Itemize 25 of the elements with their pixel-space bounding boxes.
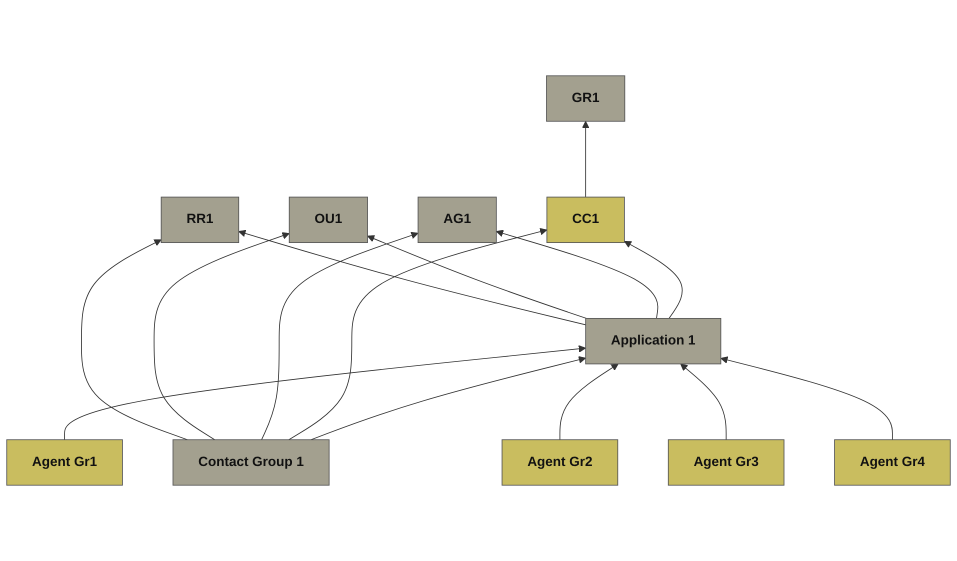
- arrow: [288, 228, 548, 440]
- node-box: Agent Gr2: [502, 439, 618, 486]
- arrow: [310, 356, 586, 440]
- node-box: Agent Gr4: [834, 439, 951, 486]
- node-box: AG1: [418, 196, 497, 243]
- node-box: GR1: [546, 75, 626, 122]
- arrow: [720, 356, 893, 440]
- arrow: [64, 345, 586, 440]
- node-box: OU1: [288, 196, 368, 243]
- node-box: Agent Gr1: [6, 439, 123, 486]
- arrow: [154, 232, 290, 440]
- arrow: [680, 364, 727, 440]
- arrow: [559, 364, 619, 440]
- node-box: Agent Gr3: [668, 439, 784, 486]
- node-box: Application 1: [585, 318, 722, 364]
- node-box: RR1: [160, 196, 240, 243]
- node-box: CC1: [546, 196, 625, 243]
- node-box: Contact Group 1: [172, 439, 330, 486]
- arrow: [81, 239, 188, 440]
- arrow: [496, 230, 658, 319]
- arrow: [238, 230, 586, 326]
- arrow: [624, 240, 683, 319]
- arrow: [582, 120, 590, 198]
- arrow: [367, 235, 587, 319]
- arrow: [261, 232, 418, 440]
